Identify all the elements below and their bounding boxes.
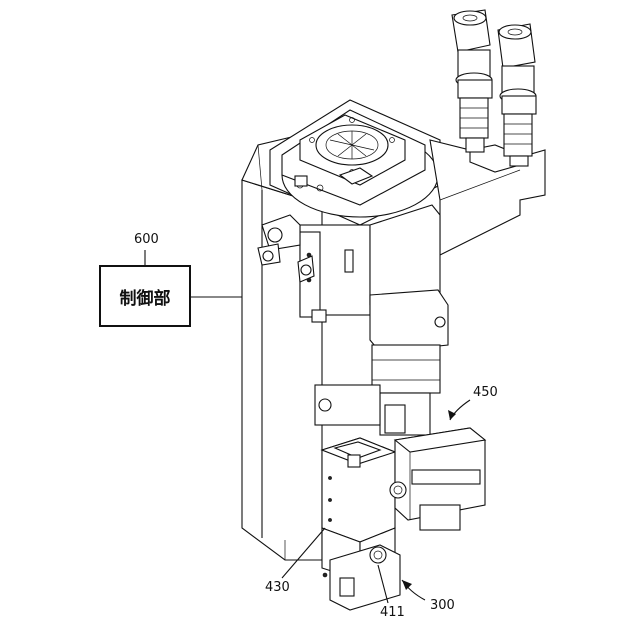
arrow-300	[402, 580, 412, 590]
ref-450: 450	[473, 385, 498, 400]
controller-label: 制御部	[120, 284, 171, 309]
ref-411: 411	[380, 605, 405, 620]
ref-430: 430	[265, 580, 290, 595]
ref-300: 300	[430, 598, 455, 613]
controller-box: 制御部	[99, 265, 191, 327]
pneumatic-fittings	[452, 10, 536, 166]
ref-600: 600	[134, 232, 159, 247]
arrow-450	[448, 410, 456, 420]
plate-assembly-450	[390, 428, 485, 530]
